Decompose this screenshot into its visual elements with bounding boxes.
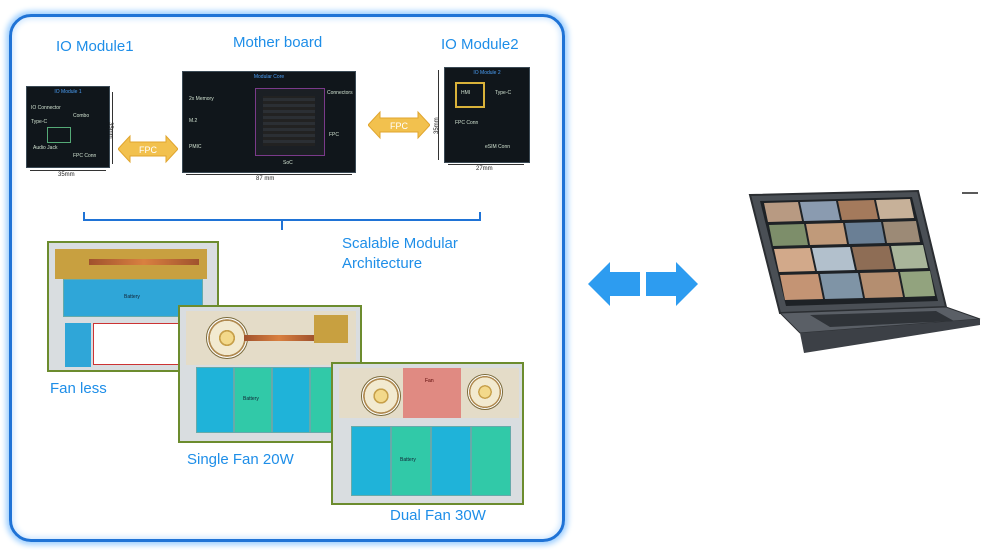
io-module1-board: IO Module 1 IO Connector Type-C Combo Au…	[26, 86, 110, 168]
io-module2-title: IO Module2	[441, 36, 519, 53]
single-fan-label: Single Fan 20W	[187, 451, 294, 468]
board-header: IO Module 1	[54, 89, 82, 95]
battery-label: Battery	[124, 294, 140, 300]
heat-pipe	[89, 259, 199, 265]
board-label: Type-C	[495, 90, 512, 96]
board-header: Modular Core	[253, 74, 285, 80]
board-label: FPC Conn	[73, 153, 97, 159]
hmi-highlight	[455, 82, 485, 108]
memory-area	[314, 315, 348, 343]
bidirectional-arrow	[588, 262, 698, 306]
dimension-line	[448, 164, 524, 165]
motherboard-board: Modular Core 2x Memory M.2 SoC Connector…	[182, 71, 356, 173]
fpc-connector-right: FPC	[368, 110, 430, 140]
fan-less-label: Fan less	[50, 380, 107, 397]
dimension-line	[186, 174, 352, 175]
io-module1-title: IO Module1	[56, 38, 134, 55]
chip	[47, 127, 71, 143]
fpc-connector-left: FPC	[118, 134, 178, 164]
board-label: Combo	[73, 113, 90, 119]
video-call-grid	[764, 199, 935, 300]
fan-icon	[361, 376, 401, 416]
board-label: 2x Memory	[189, 96, 214, 102]
laptop-base-edge	[800, 319, 980, 353]
arrow-left-icon	[588, 262, 640, 306]
grouping-bracket	[83, 212, 481, 230]
board-label: HMI	[461, 90, 471, 96]
battery-cell	[431, 426, 471, 496]
battery-label: Battery	[400, 457, 416, 463]
battery-label: Battery	[243, 396, 259, 402]
laptop-keyboard	[810, 311, 954, 327]
dimension-line	[112, 92, 113, 164]
arrow-right-icon	[646, 262, 698, 306]
scalable-title-line2: Architecture	[342, 255, 423, 272]
board-label: FPC Conn	[455, 120, 479, 126]
laptop-illustration	[748, 189, 981, 353]
board-label: IO Connector	[31, 105, 61, 111]
battery-cell	[351, 426, 391, 496]
soc-die	[263, 96, 315, 146]
board-label: Connectors	[327, 90, 353, 96]
io-module2-board: IO Module 2 HMI Type-C FPC Conn eSIM Con…	[444, 67, 530, 163]
io1-height-dimension: 35mm	[107, 122, 113, 139]
dimension-line	[438, 70, 439, 160]
soc-area: Fan	[403, 368, 461, 418]
battery-cell	[272, 367, 310, 433]
heat-pipe	[244, 335, 314, 341]
board-label: FPC	[329, 132, 339, 138]
single-fan-chassis: Battery	[178, 305, 362, 443]
battery-cell: Battery	[391, 426, 431, 496]
battery-cell	[196, 367, 234, 433]
fan-icon	[467, 374, 503, 410]
board-header: IO Module 2	[473, 70, 501, 76]
board-label: Audio Jack	[33, 145, 58, 151]
fanless-chassis: Battery	[47, 241, 219, 372]
dual-fan-chassis: Fan Battery	[331, 362, 524, 505]
architecture-panel	[9, 14, 565, 542]
board-label: M.2	[189, 118, 198, 124]
scalable-title-line1: Scalable Modular	[342, 235, 458, 252]
dual-fan-label: Dual Fan 30W	[390, 507, 486, 524]
battery-cell	[65, 323, 91, 367]
battery: Battery	[63, 279, 203, 317]
fpc-label-right: FPC	[390, 121, 409, 131]
battery-cell: Battery	[234, 367, 272, 433]
io2-width-dimension: 27mm	[476, 166, 493, 172]
board-label: Type-C	[31, 119, 48, 125]
fan-label: Fan	[425, 378, 434, 384]
io1-width-dimension: 35mm	[58, 172, 75, 178]
io2-height-dimension: 35mm	[434, 117, 440, 134]
keyboard-area	[93, 323, 185, 365]
board-label: SoC	[283, 160, 293, 166]
fan-icon	[206, 317, 248, 359]
fpc-label-left: FPC	[139, 145, 158, 155]
battery-cell	[471, 426, 511, 496]
board-label: PMIC	[189, 144, 202, 150]
motherboard-title: Mother board	[233, 34, 323, 51]
board-label: eSIM Conn	[485, 144, 511, 150]
dimension-line	[30, 170, 106, 171]
mb-width-dimension: 87 mm	[256, 176, 275, 182]
